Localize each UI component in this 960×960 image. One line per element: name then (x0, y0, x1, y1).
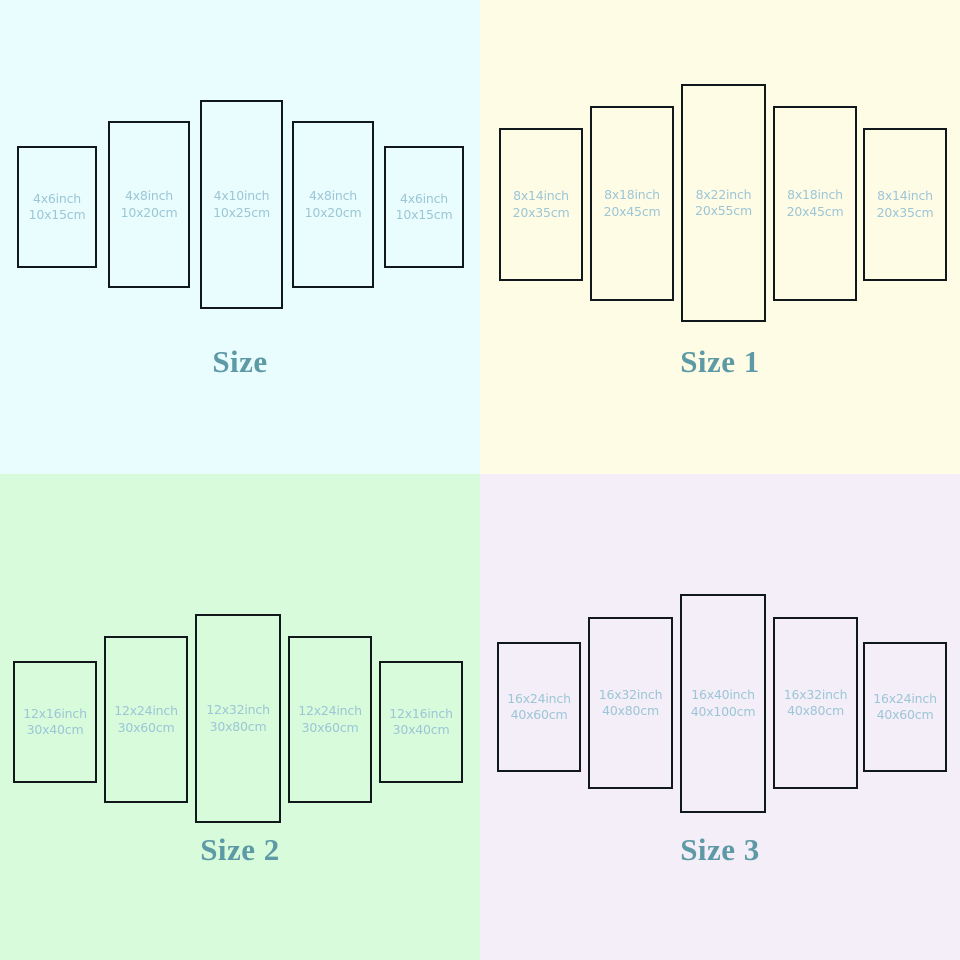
panel-size-cm: 40x80cm (787, 703, 844, 718)
panel-size-cm: 40x60cm (876, 707, 934, 722)
panel-size-cm: 20x45cm (603, 203, 661, 219)
panel-size-inch: 4x6inch (399, 190, 449, 206)
panel-size-inch: 16x32inch (598, 686, 663, 702)
panel-size-cm: 20x35cm (512, 204, 570, 220)
panel-size-inch: 12x16inch (23, 705, 87, 721)
panel-size-cm: 10x20cm (304, 204, 362, 220)
panel-size-cm: 20x55cm (695, 203, 752, 218)
quadrant-title-size-1: Size 1 (680, 344, 760, 379)
panel-size-cm: 10x25cm (213, 204, 270, 220)
panel-size-cm: 20x35cm (876, 204, 934, 220)
panel-size-inch: 4x8inch (308, 188, 358, 203)
panel-size-cm: 30x60cm (301, 719, 359, 735)
quadrant-title-size: Size (212, 344, 268, 379)
panel-size-cm: 40x60cm (510, 707, 568, 722)
panel-size-cm: 30x40cm (26, 722, 84, 737)
panel-size-cm: 10x15cm (28, 207, 86, 222)
panel-size-inch: 4x8inch (124, 188, 174, 203)
panel-size-inch: 4x6inch (32, 190, 82, 206)
panel-size-inch: 12x24inch (114, 703, 178, 718)
panel-size-inch: 16x40inch (691, 687, 755, 702)
panel-size-inch: 16x32inch (783, 686, 848, 702)
panel-size-inch: 8x22inch (695, 186, 752, 202)
panel-size-cm: 30x80cm (209, 718, 267, 734)
panel-size-cm: 10x15cm (395, 207, 453, 222)
panel-size-inch: 12x24inch (298, 703, 362, 718)
panel-size-inch: 8x18inch (787, 187, 843, 202)
panel-size-cm: 40x100cm (690, 703, 756, 719)
panel-size-inch: 12x32inch (206, 702, 270, 717)
panel-size-inch: 16x24inch (507, 690, 571, 706)
panel-size-cm: 40x80cm (602, 703, 659, 718)
panel-size-cm: 30x60cm (117, 719, 175, 735)
panel-size-inch: 8x18inch (604, 187, 660, 202)
panel-size-cm: 10x20cm (120, 204, 178, 220)
quadrant-title-size-3: Size 3 (680, 832, 760, 867)
panel-size-inch: 8x14inch (877, 188, 933, 203)
panel-size-cm: 30x40cm (392, 722, 450, 737)
panel-size-cm: 20x45cm (786, 203, 844, 219)
panel-size-inch: 16x24inch (873, 690, 937, 706)
panel-size-inch: 4x10inch (213, 188, 270, 203)
panel-size-inch: 12x16inch (389, 705, 453, 721)
quadrant-title-size-2: Size 2 (200, 832, 280, 867)
panel-size-inch: 8x14inch (513, 188, 569, 203)
